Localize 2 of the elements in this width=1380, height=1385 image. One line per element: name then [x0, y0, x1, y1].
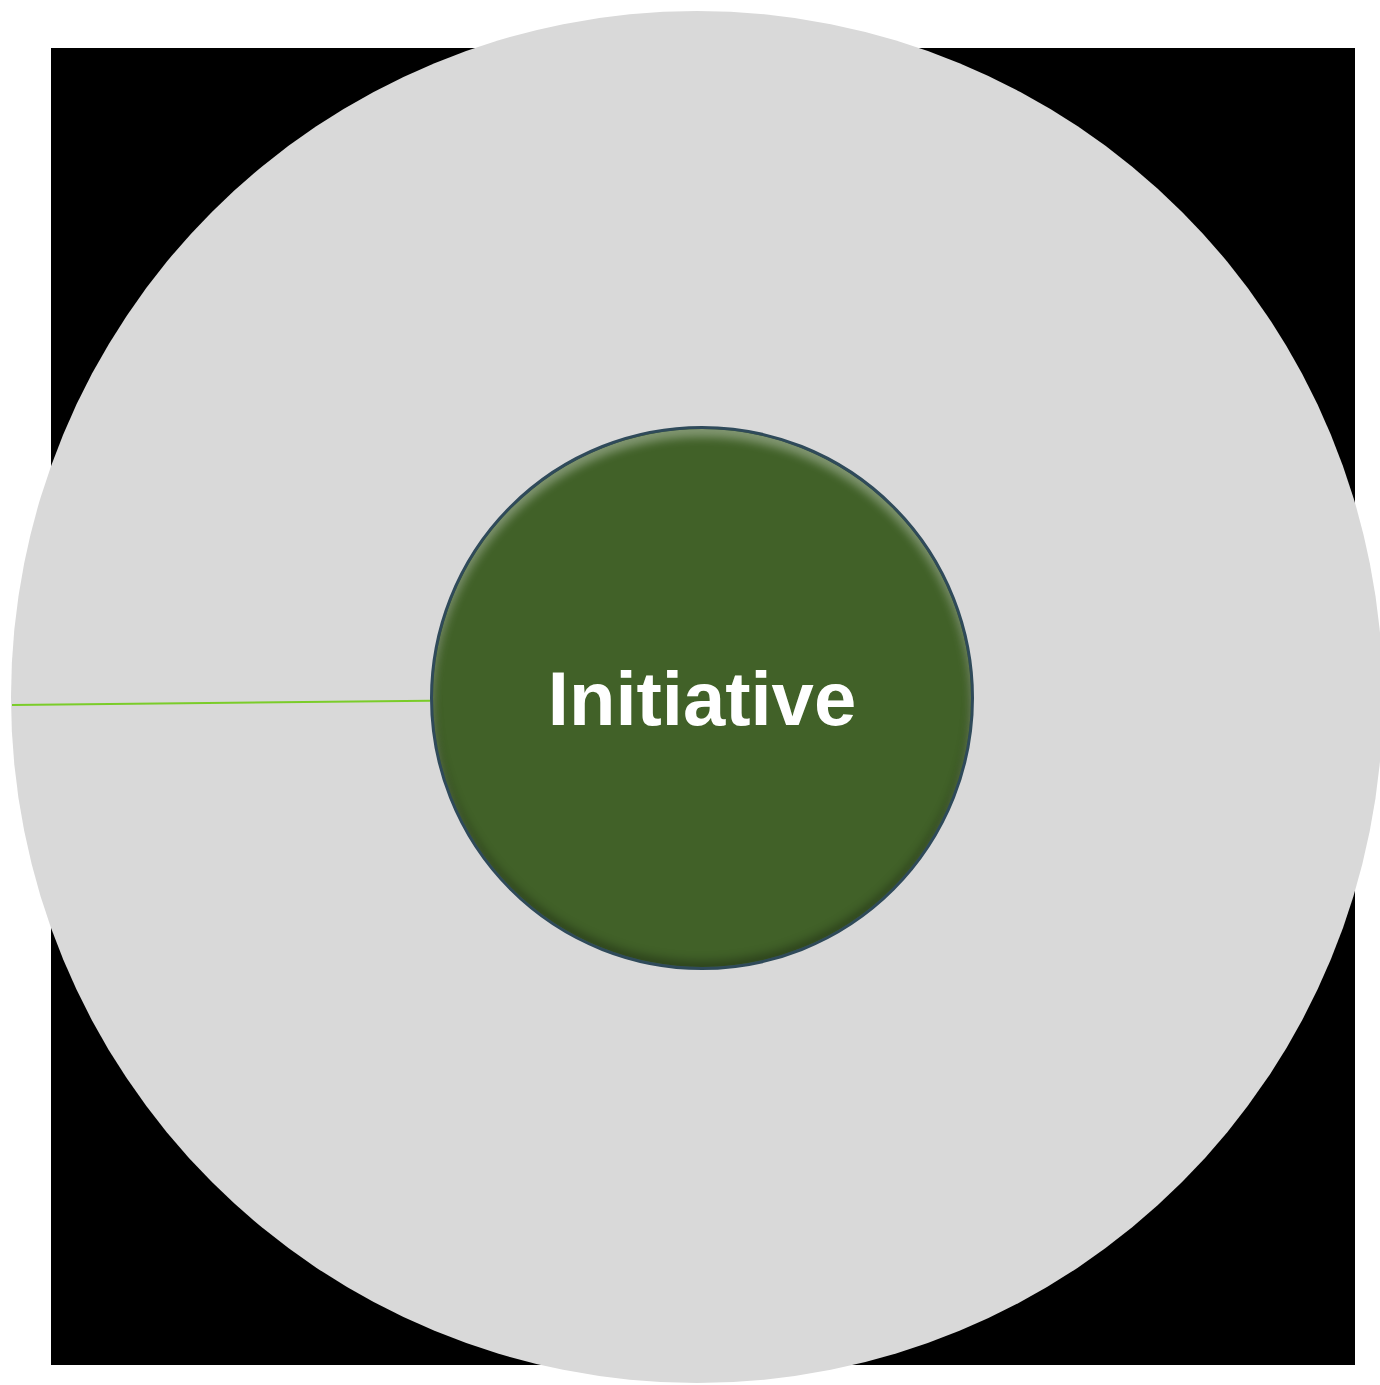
node-label: Initiative — [547, 654, 857, 742]
connector-line — [11, 699, 431, 706]
